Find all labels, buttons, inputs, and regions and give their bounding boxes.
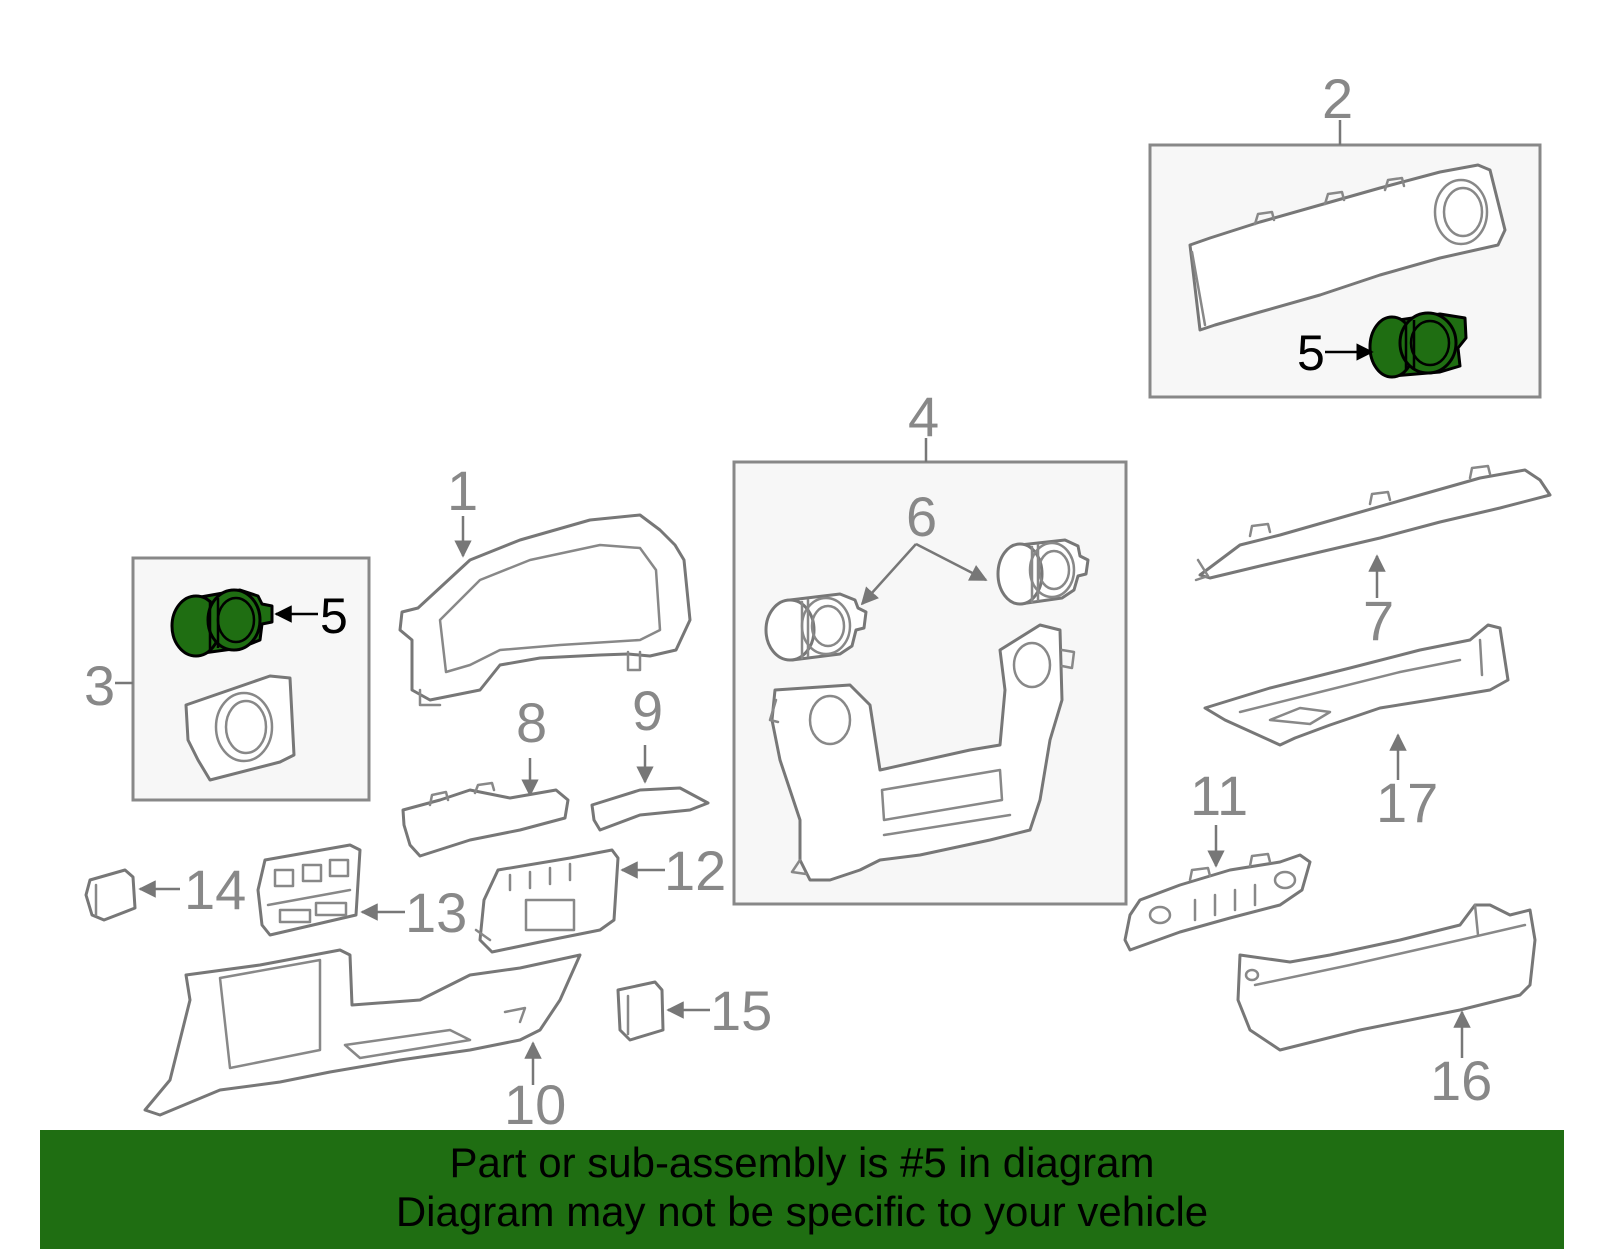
callout-17[interactable]: 17: [1376, 771, 1438, 834]
callout-6[interactable]: 6: [906, 485, 937, 548]
center-cluster-frame: [768, 623, 1076, 882]
banner-line-2: Diagram may not be specific to your vehi…: [395, 1188, 1209, 1235]
callout-11[interactable]: 11: [1190, 764, 1248, 827]
callout-14[interactable]: 14: [184, 858, 246, 921]
callout-2[interactable]: 2: [1322, 67, 1353, 130]
callout-10[interactable]: 10: [504, 1073, 566, 1136]
part-1-cluster-bezel: 1: [398, 459, 692, 707]
vent-6-left: [764, 592, 868, 662]
vent-bezel-left: [184, 674, 296, 782]
banner-line-1: Part or sub-assembly is #5 in diagram: [449, 1139, 1155, 1186]
side-trim-panel: [1188, 163, 1507, 332]
callout-1[interactable]: 1: [447, 459, 478, 522]
callout-5-left[interactable]: 5: [320, 588, 348, 644]
callout-13[interactable]: 13: [405, 881, 467, 944]
part-9: 9: [590, 679, 710, 832]
part-14-switch: 14: [84, 858, 246, 922]
part-17-tray: 17: [1203, 623, 1510, 834]
callout-9[interactable]: 9: [632, 679, 663, 742]
assembly-box-3: 3 5: [84, 556, 371, 802]
part-15-switch: 15: [616, 979, 772, 1042]
callout-15[interactable]: 15: [710, 979, 772, 1042]
callout-3[interactable]: 3: [84, 654, 115, 717]
callout-8[interactable]: 8: [516, 691, 547, 754]
part-13-switch-panel: 13: [256, 843, 467, 944]
vent-5-highlight-left[interactable]: [170, 588, 274, 658]
callout-12[interactable]: 12: [664, 839, 726, 902]
assembly-box-4: 4 6: [732, 385, 1128, 906]
vent-5-highlight-right[interactable]: [1368, 311, 1468, 379]
part-7-trim: 7: [1194, 464, 1552, 652]
part-11-switch-panel: 11: [1123, 764, 1312, 952]
callout-4[interactable]: 4: [908, 385, 939, 448]
callout-5-right[interactable]: 5: [1297, 325, 1325, 381]
assembly-box-2: 2 5: [1148, 67, 1542, 399]
vent-6-right: [996, 538, 1090, 606]
part-12-panel: 12: [474, 839, 726, 954]
part-10-lower-panel: 10: [143, 948, 582, 1136]
part-16-lower-cover: 16: [1236, 903, 1537, 1112]
callout-16[interactable]: 16: [1430, 1049, 1492, 1112]
callout-7[interactable]: 7: [1363, 589, 1394, 652]
part-8: 8: [401, 691, 570, 858]
info-banner: Part or sub-assembly is #5 in diagram Di…: [40, 1130, 1564, 1249]
